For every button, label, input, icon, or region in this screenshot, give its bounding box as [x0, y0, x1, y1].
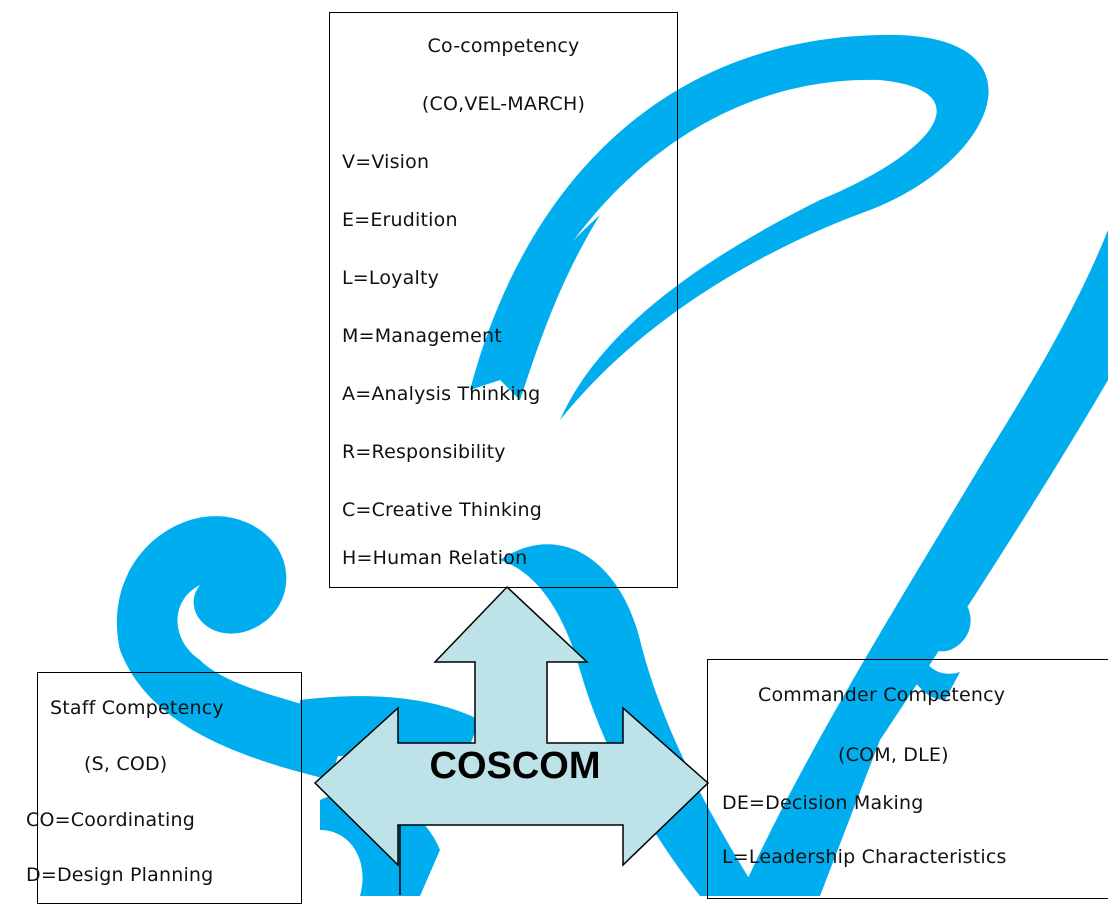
swirl-stroke-right — [740, 230, 1108, 896]
competency-item: A=Analysis Thinking — [342, 383, 541, 405]
competency-item: DE=Decision Making — [722, 792, 924, 814]
staff-competency-box: Staff Competency (S, COD) CO=Coordinatin… — [26, 672, 302, 904]
competency-item: L=Leadership Characteristics — [722, 846, 1007, 868]
commander-competency-subtitle: (COM, DLE) — [838, 744, 949, 766]
competency-item: V=Vision — [342, 151, 430, 173]
competency-item: L=Loyalty — [342, 267, 440, 289]
swirl-loop — [470, 34, 989, 421]
competency-item: E=Erudition — [342, 209, 458, 231]
competency-item: D=Design Planning — [26, 864, 214, 886]
commander-competency-title: Commander Competency — [758, 684, 1006, 706]
coscom-arrow — [313, 585, 710, 895]
competency-item: R=Responsibility — [342, 441, 506, 463]
competency-item: CO=Coordinating — [26, 809, 195, 831]
co-competency-box: Co-competency (CO,VEL-MARCH) V=Vision E=… — [329, 12, 678, 588]
commander-competency-box: Commander Competency (COM, DLE) DE=Decis… — [707, 659, 1108, 899]
competency-item: H=Human Relation — [342, 547, 528, 569]
coscom-label: COSCOM — [429, 745, 601, 787]
co-competency-subtitle: (CO,VEL-MARCH) — [421, 93, 586, 115]
competency-item: M=Management — [342, 325, 502, 347]
competency-item: C=Creative Thinking — [342, 499, 543, 521]
staff-competency-title: Staff Competency — [50, 697, 224, 719]
swirl-curl-right — [894, 585, 971, 700]
co-competency-title: Co-competency — [427, 35, 580, 57]
staff-competency-subtitle: (S, COD) — [84, 753, 168, 775]
swirl-inner — [500, 215, 600, 400]
swirl-curl-left — [116, 516, 350, 780]
